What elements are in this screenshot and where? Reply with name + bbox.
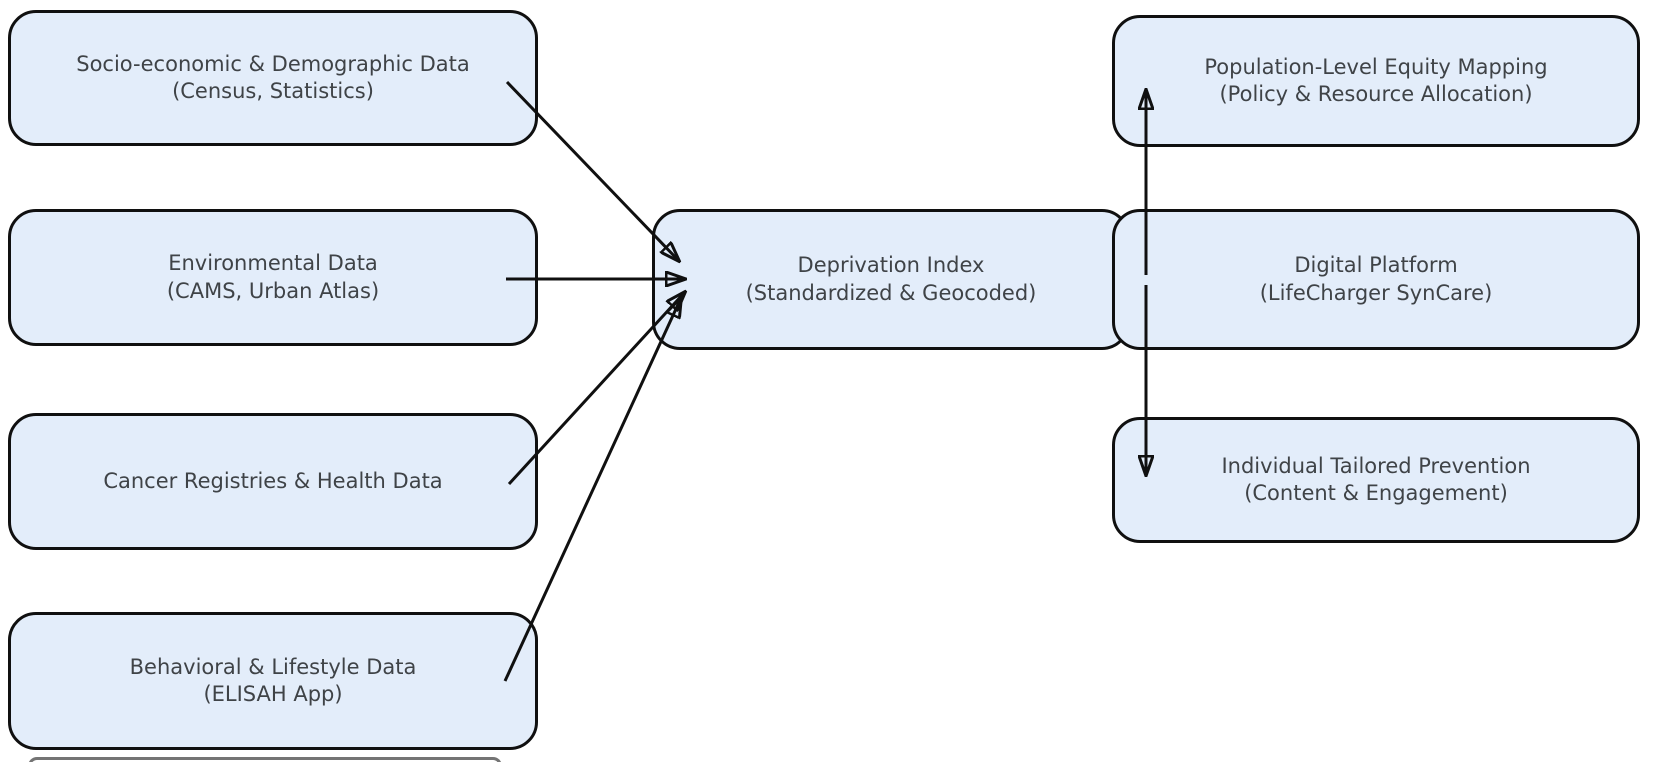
node-sublabel: (Standardized & Geocoded) <box>745 280 1037 305</box>
node-individual-tailored-prevention: Individual Tailored Prevention (Content … <box>1112 417 1640 543</box>
node-population-equity-mapping: Population-Level Equity Mapping (Policy … <box>1112 15 1640 147</box>
node-behavioral-lifestyle-data: Behavioral & Lifestyle Data (ELISAH App) <box>8 612 538 750</box>
node-sublabel: (Content & Engagement) <box>1244 481 1508 505</box>
cropped-box-edge <box>28 757 502 762</box>
node-label: Deprivation Index <box>797 253 985 278</box>
node-sublabel: (CAMS, Urban Atlas) <box>166 278 380 303</box>
node-sublabel: (Census, Statistics) <box>172 79 374 103</box>
node-sublabel: (LifeCharger SynCare) <box>1259 280 1493 305</box>
node-label: Behavioral & Lifestyle Data <box>129 654 417 679</box>
node-socio-economic-data: Socio-economic & Demographic Data (Censu… <box>8 10 538 146</box>
node-label: Population-Level Equity Mapping <box>1204 54 1548 79</box>
node-environmental-data: Environmental Data (CAMS, Urban Atlas) <box>8 209 538 346</box>
node-label: Cancer Registries & Health Data <box>103 468 443 493</box>
node-label: Individual Tailored Prevention <box>1221 453 1531 478</box>
node-label: Digital Platform <box>1294 253 1458 278</box>
node-sublabel: (Policy & Resource Allocation) <box>1219 82 1533 106</box>
node-digital-platform: Digital Platform (LifeCharger SynCare) <box>1112 209 1640 350</box>
node-label: Environmental Data <box>168 251 378 276</box>
node-deprivation-index: Deprivation Index (Standardized & Geocod… <box>652 209 1130 350</box>
node-sublabel: (ELISAH App) <box>203 682 343 706</box>
node-label: Socio-economic & Demographic Data <box>76 51 470 76</box>
node-cancer-registries: Cancer Registries & Health Data <box>8 413 538 550</box>
